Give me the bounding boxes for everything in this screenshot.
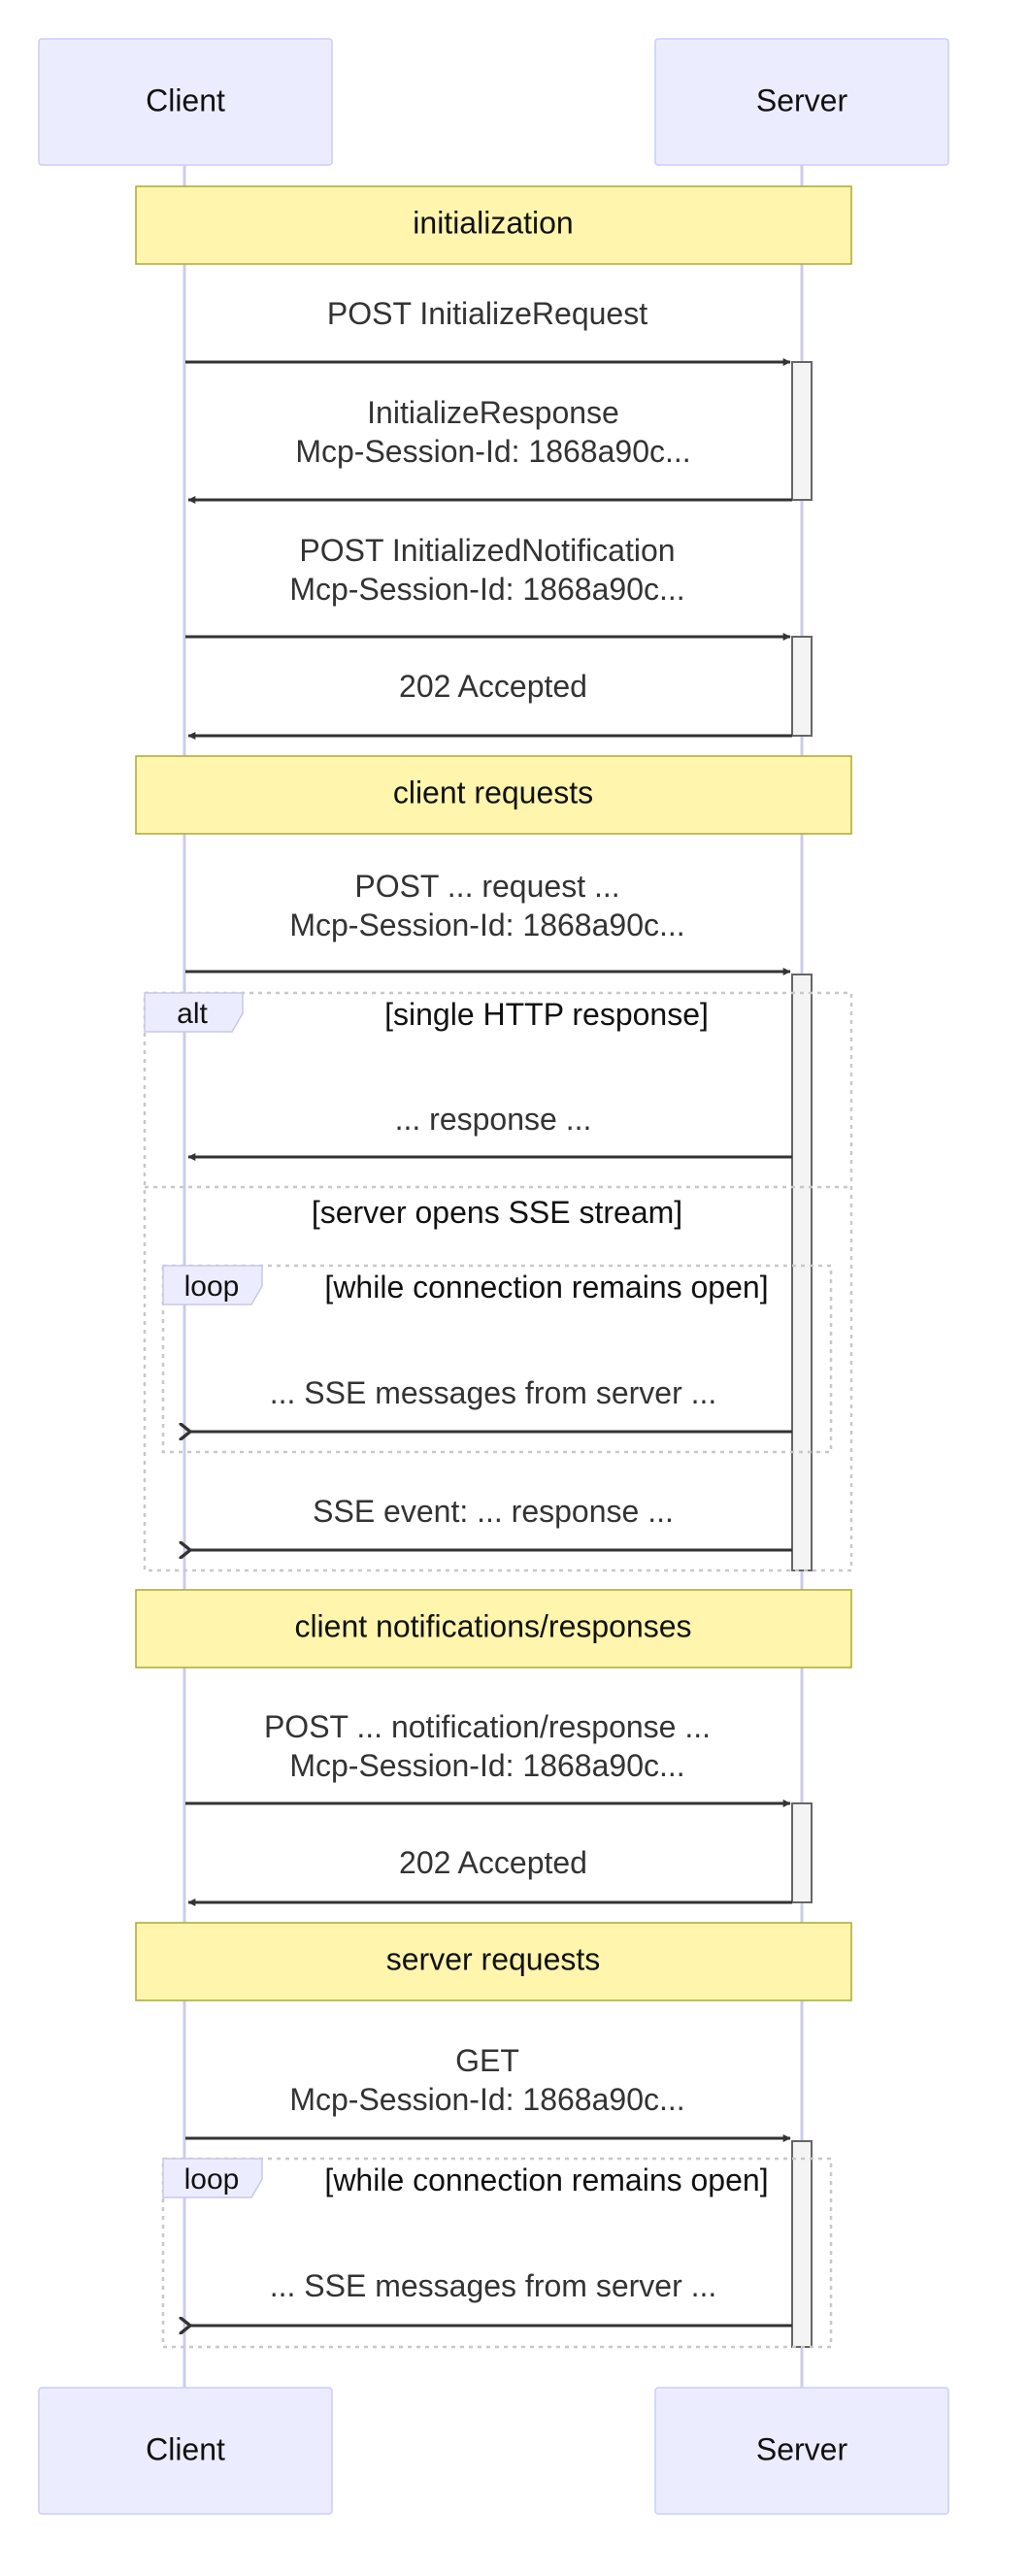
client-actor-label: Client [146, 83, 225, 117]
client-actor-top: Client [38, 38, 333, 166]
server-activation-5 [791, 2140, 813, 2348]
alt-frame: alt [single HTTP response] [server opens… [143, 991, 853, 1572]
note-server-requests: server requests [135, 1922, 852, 2001]
note-client-notifications-label: client notifications/responses [294, 1608, 691, 1643]
message-post-initialize-request: POST InitializeRequest [327, 296, 647, 331]
client-actor-label: Client [146, 2431, 225, 2466]
message-post-initialized-notification: POST InitializedNotification [299, 533, 675, 568]
message-post-notification-response: POST ... notification/response ... [264, 1709, 711, 1744]
client-actor-bottom: Client [38, 2387, 333, 2515]
message-initialize-response: InitializeResponse [367, 395, 619, 430]
message-session-id: Mcp-Session-Id: 1868a90c... [295, 434, 690, 469]
loop-frame-2: loop [while connection remains open] [161, 2157, 833, 2349]
message-session-id: Mcp-Session-Id: 1868a90c... [289, 2082, 684, 2117]
message-session-id: Mcp-Session-Id: 1868a90c... [289, 1748, 684, 1783]
message-session-id: Mcp-Session-Id: 1868a90c... [289, 572, 684, 607]
loop-keyword: loop [184, 2163, 240, 2196]
note-client-notifications: client notifications/responses [135, 1589, 852, 1668]
message-session-id: Mcp-Session-Id: 1868a90c... [289, 908, 684, 942]
server-actor-top: Server [654, 38, 949, 166]
note-initialization: initialization [135, 185, 852, 265]
server-activation-4 [791, 1802, 813, 1903]
server-activation-1 [791, 361, 813, 501]
loop-condition: [while connection remains open] [324, 2163, 768, 2197]
server-activation-3 [791, 974, 813, 1571]
message-post-request: POST ... request ... [354, 869, 619, 904]
alt-condition-sse-stream: [server opens SSE stream] [312, 1195, 682, 1230]
note-server-requests-label: server requests [386, 1941, 601, 1976]
server-actor-label: Server [756, 83, 848, 117]
note-client-requests-label: client requests [393, 775, 593, 809]
message-sse-messages: ... SSE messages from server ... [270, 1375, 717, 1410]
server-activation-2 [791, 636, 813, 737]
alt-condition-single-response: [single HTTP response] [384, 997, 709, 1032]
note-initialization-label: initialization [413, 205, 573, 240]
loop-condition: [while connection remains open] [324, 1270, 768, 1305]
message-response: ... response ... [395, 1102, 592, 1137]
alt-keyword: alt [177, 998, 208, 1030]
message-202-accepted: 202 Accepted [399, 669, 587, 704]
message-sse-event-response: SSE event: ... response ... [313, 1494, 674, 1529]
note-client-requests: client requests [135, 755, 852, 835]
message-sse-messages: ... SSE messages from server ... [270, 2268, 717, 2303]
server-actor-bottom: Server [654, 2387, 949, 2515]
message-202-accepted: 202 Accepted [399, 1845, 587, 1880]
loop-frame-1: loop [while connection remains open] [161, 1264, 833, 1454]
server-actor-label: Server [756, 2431, 848, 2466]
loop-keyword: loop [184, 1271, 240, 1303]
message-get: GET [455, 2043, 519, 2078]
